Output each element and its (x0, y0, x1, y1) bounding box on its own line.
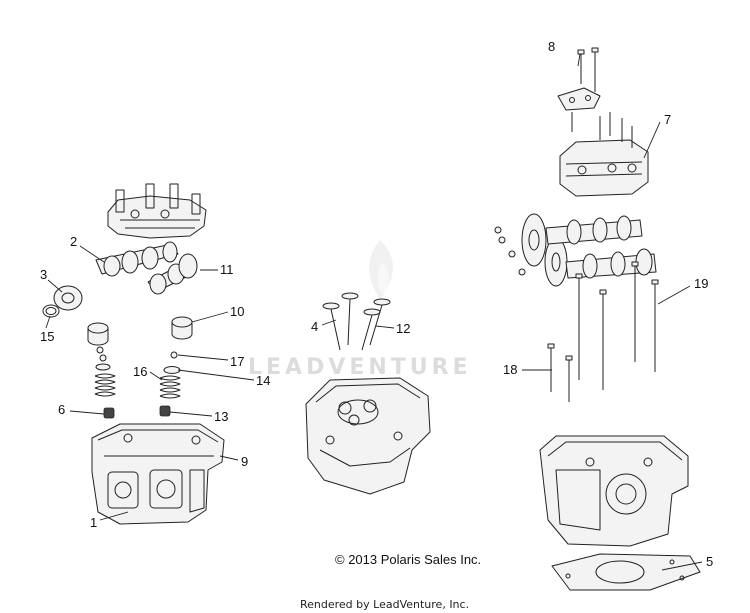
callout-14: 14 (256, 373, 270, 388)
valve-bucket-right (171, 316, 193, 340)
cam-sprocket (53, 285, 83, 311)
callout-10: 10 (230, 304, 244, 319)
tensioner-bracket (557, 87, 601, 111)
callout-1: 1 (90, 515, 97, 530)
callout-15: 15 (40, 329, 54, 344)
head-bolts-long (547, 261, 659, 402)
callout-2: 2 (70, 234, 77, 249)
callout-18: 18 (503, 362, 517, 377)
valve-bucket-left (87, 322, 109, 346)
callout-6: 6 (58, 402, 65, 417)
leader-lines (45, 53, 703, 571)
valve-spring-left (94, 373, 116, 397)
head-bolts-short (577, 47, 599, 92)
cylinder-head-right (539, 435, 689, 547)
callout-13: 13 (214, 409, 228, 424)
camshaft-intake (95, 241, 179, 277)
watermark-logo (369, 240, 394, 300)
callout-7: 7 (664, 112, 671, 127)
callout-9: 9 (241, 454, 248, 469)
cam-carrier-right (559, 112, 649, 197)
cylinder-head-left (91, 423, 225, 525)
retaining-clip (42, 304, 60, 318)
valve-seal-left (103, 407, 115, 419)
intake-valves (322, 292, 359, 351)
cam-sprocket-right (521, 213, 568, 287)
callout-8: 8 (548, 39, 555, 54)
valve-keepers (95, 346, 181, 374)
small-fasteners (494, 226, 526, 276)
callout-4: 4 (311, 319, 318, 334)
copyright-text: © 2013 Polaris Sales Inc. (335, 552, 481, 567)
rendered-by-text: Rendered by LeadVenture, Inc. (300, 598, 469, 611)
cam-carrier-left (107, 183, 207, 239)
watermark-text: LEADVENTURE (248, 355, 472, 380)
callout-11: 11 (220, 262, 234, 277)
valve-spring-right (159, 375, 181, 399)
head-gasket (551, 553, 701, 591)
callout-17: 17 (230, 354, 244, 369)
callout-12: 12 (396, 321, 410, 336)
exhaust-valves (361, 298, 391, 351)
callout-19: 19 (694, 276, 708, 291)
callout-16: 16 (133, 364, 147, 379)
callout-5: 5 (706, 554, 713, 569)
camshaft-exhaust (147, 253, 198, 295)
valve-seal-right (159, 405, 171, 417)
callout-3: 3 (40, 267, 47, 282)
camshafts-right (545, 215, 657, 279)
cylinder-head-middle (305, 377, 431, 495)
